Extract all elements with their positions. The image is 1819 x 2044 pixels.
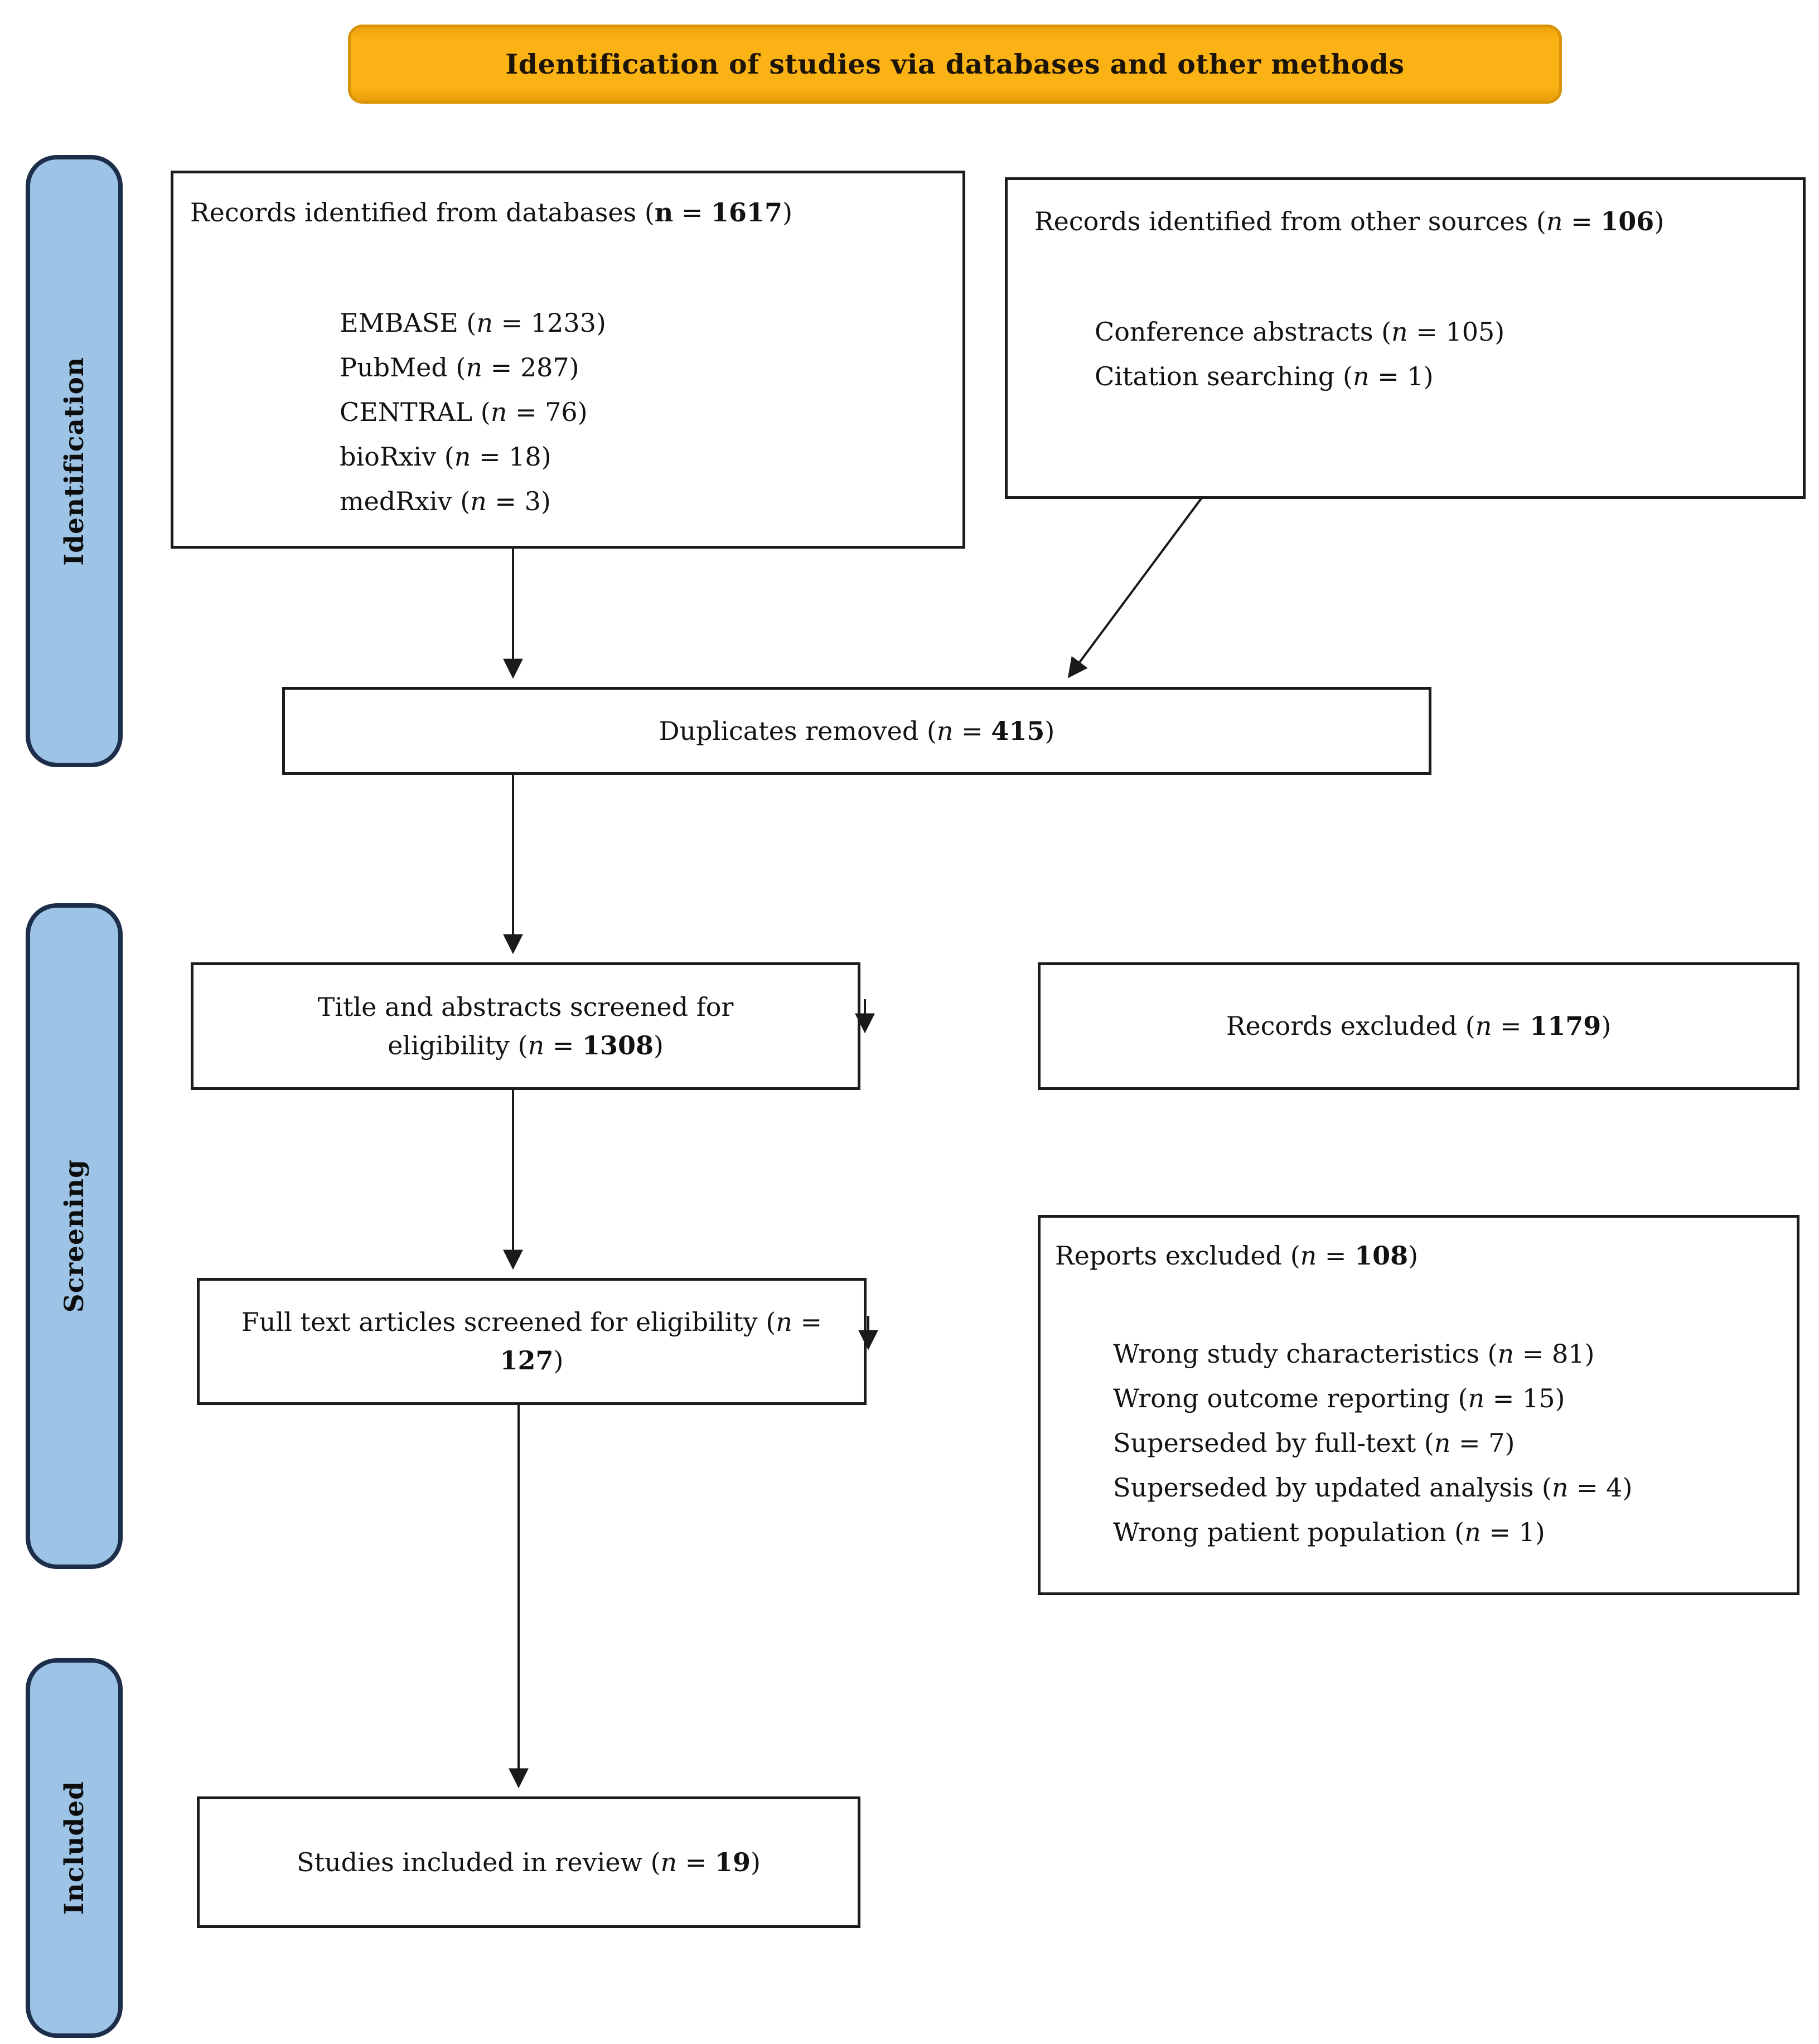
n-symbol: n bbox=[470, 486, 487, 517]
n-symbol: n bbox=[936, 715, 954, 746]
source-embase: EMBASE (n = 1233) bbox=[340, 308, 606, 338]
box-studies-included-title: Studies included in review (n = 19) bbox=[297, 1847, 761, 1877]
count-value: 7 bbox=[1488, 1428, 1505, 1459]
box-title-abstract-screened: Title and abstracts screened for eligibi… bbox=[191, 962, 860, 1090]
source-conference-abstracts: Conference abstracts (n = 105) bbox=[1095, 317, 1505, 347]
stage-label-included: Included bbox=[59, 1781, 90, 1915]
count-value: 1 bbox=[1518, 1517, 1535, 1548]
count-value: 127 bbox=[500, 1345, 554, 1375]
n-symbol: n bbox=[1475, 1011, 1492, 1042]
source-biorxiv: bioRxiv (n = 18) bbox=[340, 442, 551, 472]
stage-label-screening: Screening bbox=[59, 1159, 90, 1313]
box-records-databases-title: Records identified from databases (n = 1… bbox=[190, 197, 793, 227]
box-studies-included: Studies included in review (n = 19) bbox=[197, 1796, 860, 1928]
n-symbol: n bbox=[466, 352, 483, 383]
box-records-other-sources-title: Records identified from other sources (n… bbox=[1034, 206, 1665, 236]
arrow-other-sources-to-duplicates bbox=[1067, 497, 1203, 679]
count-value: 1 bbox=[1407, 361, 1424, 392]
box-records-other-sources: Records identified from other sources (n… bbox=[1005, 177, 1806, 499]
box-records-excluded: Records excluded (n = 1179) bbox=[1038, 962, 1799, 1090]
n-symbol: n bbox=[454, 442, 471, 472]
exclusion-reason-list: Wrong study characteristics (n = 81) Wro… bbox=[1113, 1331, 1786, 1554]
count-value: 1233 bbox=[530, 308, 596, 338]
box-duplicates-removed-title: Duplicates removed (n = 415) bbox=[659, 715, 1055, 746]
box-reports-excluded: Reports excluded (n = 108) Wrong study c… bbox=[1038, 1215, 1799, 1595]
box-records-excluded-title: Records excluded (n = 1179) bbox=[1226, 1011, 1612, 1042]
stage-pill-identification: Identification bbox=[26, 155, 123, 767]
other-source-list: Conference abstracts (n = 105) Citation … bbox=[1095, 309, 1789, 399]
database-source-list: EMBASE (n = 1233) PubMed (n = 287) CENTR… bbox=[340, 301, 949, 524]
n-symbol: n bbox=[1352, 361, 1370, 392]
n-symbol: n bbox=[1464, 1517, 1481, 1548]
stage-label-identification: Identification bbox=[59, 356, 90, 566]
count-value: 81 bbox=[1551, 1339, 1585, 1369]
banner-title: Identification of studies via databases … bbox=[348, 25, 1562, 104]
n-symbol: n bbox=[476, 308, 494, 338]
source-medrxiv: medRxiv (n = 3) bbox=[340, 486, 551, 517]
box-duplicates-removed: Duplicates removed (n = 415) bbox=[282, 687, 1431, 775]
source-citation-searching: Citation searching (n = 1) bbox=[1095, 361, 1434, 392]
source-central: CENTRAL (n = 76) bbox=[340, 397, 588, 428]
box-title-abstract-screened-title: Title and abstracts screened for eligibi… bbox=[317, 991, 734, 1060]
n-symbol: n bbox=[1434, 1428, 1451, 1459]
count-value: 1179 bbox=[1530, 1011, 1602, 1042]
count-value: 1308 bbox=[582, 1030, 654, 1060]
source-pubmed: PubMed (n = 287) bbox=[340, 352, 579, 383]
n-symbol: n bbox=[1391, 317, 1408, 347]
banner-title-text: Identification of studies via databases … bbox=[505, 48, 1405, 80]
count-value: 108 bbox=[1354, 1241, 1409, 1271]
reason-superseded-by-updated-analysis: Superseded by updated analysis (n = 4) bbox=[1113, 1473, 1633, 1503]
box-fulltext-screened: Full text articles screened for eligibil… bbox=[197, 1278, 867, 1405]
count-value: 106 bbox=[1600, 206, 1654, 236]
count-value: 4 bbox=[1606, 1473, 1623, 1503]
reason-wrong-patient-population: Wrong patient population (n = 1) bbox=[1113, 1517, 1545, 1548]
count-value: 76 bbox=[545, 397, 578, 428]
n-symbol: n bbox=[654, 197, 674, 227]
reason-superseded-by-fulltext: Superseded by full-text (n = 7) bbox=[1113, 1428, 1515, 1459]
count-value: 1617 bbox=[711, 197, 783, 227]
n-symbol: n bbox=[1551, 1473, 1569, 1503]
n-symbol: n bbox=[1546, 206, 1563, 236]
count-value: 415 bbox=[991, 715, 1045, 746]
n-symbol: n bbox=[528, 1030, 545, 1060]
n-symbol: n bbox=[1497, 1339, 1515, 1369]
box-reports-excluded-title: Reports excluded (n = 108) bbox=[1055, 1241, 1419, 1271]
reason-wrong-study-characteristics: Wrong study characteristics (n = 81) bbox=[1113, 1339, 1595, 1369]
box-records-databases: Records identified from databases (n = 1… bbox=[171, 171, 965, 549]
count-value: 287 bbox=[520, 352, 569, 383]
count-value: 15 bbox=[1522, 1383, 1555, 1414]
n-symbol: n bbox=[1300, 1241, 1317, 1271]
n-symbol: n bbox=[776, 1307, 792, 1337]
stage-pill-screening: Screening bbox=[26, 903, 123, 1569]
n-symbol: n bbox=[660, 1847, 678, 1877]
count-value: 19 bbox=[714, 1847, 751, 1877]
reason-wrong-outcome-reporting: Wrong outcome reporting (n = 15) bbox=[1113, 1383, 1565, 1414]
count-value: 105 bbox=[1445, 317, 1495, 347]
box-fulltext-screened-title: Full text articles screened for eligibil… bbox=[241, 1307, 823, 1375]
n-symbol: n bbox=[490, 397, 507, 428]
n-symbol: n bbox=[1468, 1383, 1485, 1414]
count-value: 3 bbox=[524, 486, 541, 517]
count-value: 18 bbox=[509, 442, 541, 472]
stage-pill-included: Included bbox=[26, 1658, 123, 2038]
